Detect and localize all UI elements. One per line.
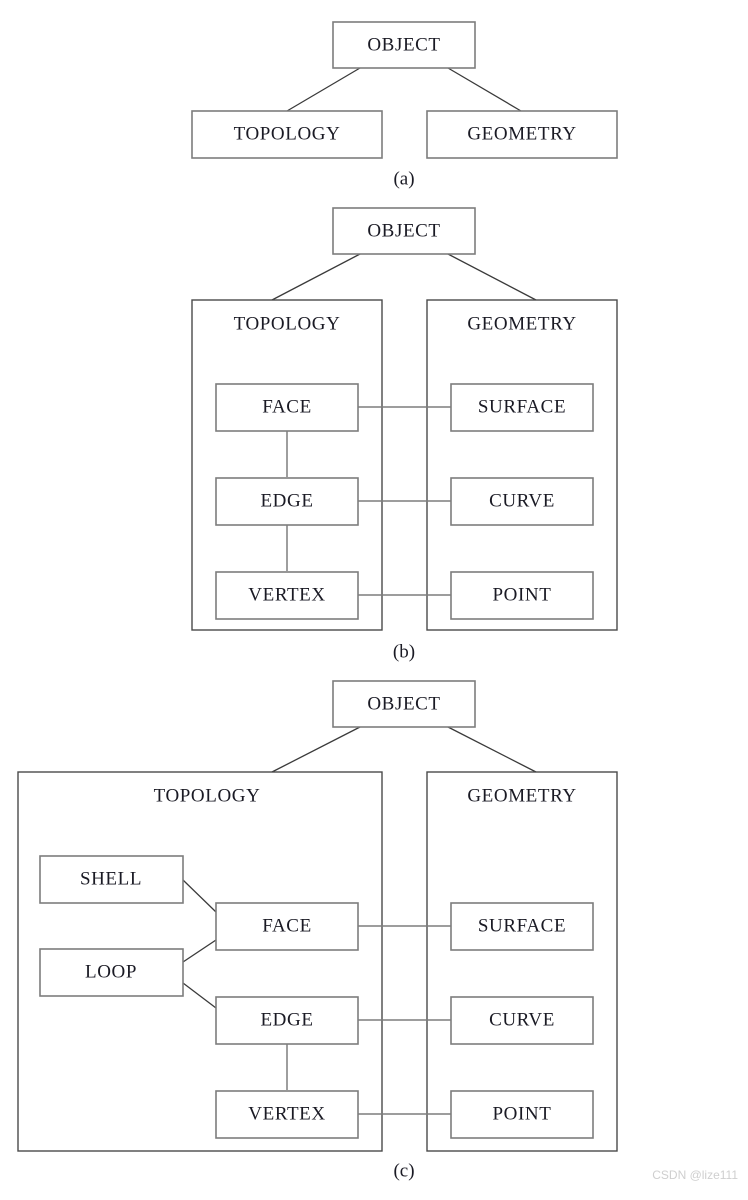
node-surface-c[interactable]: SURFACE — [450, 902, 594, 951]
node-curve-c-label: CURVE — [489, 1009, 555, 1030]
node-edge-c[interactable]: EDGE — [215, 996, 359, 1045]
node-object-c[interactable]: OBJECT — [332, 680, 476, 728]
container-geometry-b: GEOMETRY — [426, 299, 618, 631]
node-vertex-b[interactable]: VERTEX — [215, 571, 359, 620]
node-face-c[interactable]: FACE — [215, 902, 359, 951]
node-object-b[interactable]: OBJECT — [332, 207, 476, 255]
node-curve-b-label: CURVE — [489, 490, 555, 511]
link-object-topology-b — [271, 253, 361, 301]
node-object-b-label: OBJECT — [367, 220, 440, 241]
node-edge-c-label: EDGE — [260, 1009, 313, 1030]
node-vertex-c-label: VERTEX — [248, 1103, 325, 1124]
node-curve-c[interactable]: CURVE — [450, 996, 594, 1045]
node-vertex-c[interactable]: VERTEX — [215, 1090, 359, 1139]
node-object-c-label: OBJECT — [367, 693, 440, 714]
container-geometry-b-label: GEOMETRY — [467, 313, 576, 334]
link-object-topology-a — [286, 67, 361, 112]
container-topology-b-label: TOPOLOGY — [234, 313, 341, 334]
node-edge-b-label: EDGE — [260, 490, 313, 511]
node-face-b[interactable]: FACE — [215, 383, 359, 432]
panel-c: OBJECT TOPOLOGY GEOMETRY SHELL LOOP — [17, 680, 618, 1181]
panel-b: OBJECT TOPOLOGY GEOMETRY FACE EDGE V — [191, 207, 618, 662]
container-topology-b: TOPOLOGY — [191, 299, 383, 631]
panel-label-a: (a) — [393, 168, 414, 189]
panel-label-b: (b) — [393, 641, 415, 662]
panel-a: OBJECT TOPOLOGY GEOMETRY (a) — [191, 21, 618, 189]
node-surface-b[interactable]: SURFACE — [450, 383, 594, 432]
link-loop-edge-c — [182, 982, 217, 1009]
container-topology-c-label: TOPOLOGY — [154, 785, 261, 806]
link-object-geometry-b — [447, 253, 537, 301]
node-curve-b[interactable]: CURVE — [450, 477, 594, 526]
node-object-a[interactable]: OBJECT — [332, 21, 476, 69]
link-loop-face-c — [182, 939, 217, 963]
watermark-text: CSDN @lize111 — [652, 1168, 738, 1182]
node-vertex-b-label: VERTEX — [248, 584, 325, 605]
link-shell-face-c — [182, 879, 217, 913]
panel-label-c: (c) — [393, 1160, 414, 1181]
node-topology-a[interactable]: TOPOLOGY — [191, 110, 383, 159]
node-shell-c[interactable]: SHELL — [39, 855, 184, 904]
node-face-b-label: FACE — [262, 396, 312, 417]
node-shell-c-label: SHELL — [80, 868, 142, 889]
container-topology-c: TOPOLOGY — [17, 771, 383, 1152]
node-topology-a-label: TOPOLOGY — [234, 123, 341, 144]
container-geometry-c: GEOMETRY — [426, 771, 618, 1152]
node-surface-b-label: SURFACE — [478, 396, 566, 417]
node-object-a-label: OBJECT — [367, 34, 440, 55]
node-face-c-label: FACE — [262, 915, 312, 936]
container-geometry-c-label: GEOMETRY — [467, 785, 576, 806]
link-object-topology-c — [271, 726, 361, 773]
link-object-geometry-c — [447, 726, 537, 773]
node-point-c[interactable]: POINT — [450, 1090, 594, 1139]
node-loop-c-label: LOOP — [85, 961, 137, 982]
node-edge-b[interactable]: EDGE — [215, 477, 359, 526]
link-object-geometry-a — [447, 67, 522, 112]
node-point-b[interactable]: POINT — [450, 571, 594, 620]
node-geometry-a-label: GEOMETRY — [467, 123, 576, 144]
node-surface-c-label: SURFACE — [478, 915, 566, 936]
node-loop-c[interactable]: LOOP — [39, 948, 184, 997]
node-geometry-a[interactable]: GEOMETRY — [426, 110, 618, 159]
node-point-c-label: POINT — [493, 1103, 552, 1124]
node-point-b-label: POINT — [493, 584, 552, 605]
